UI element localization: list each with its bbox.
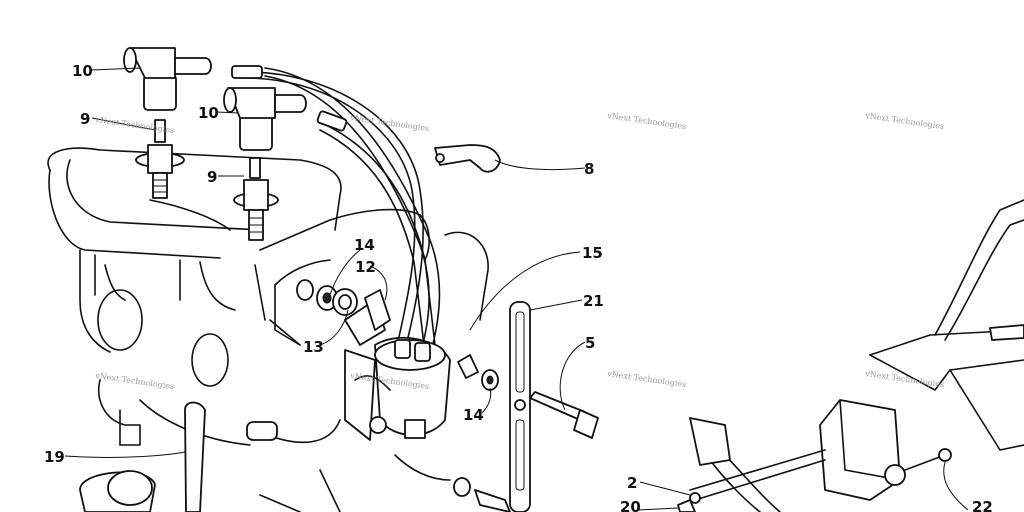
callout-10a: 10	[72, 62, 93, 80]
part-19	[79, 401, 206, 512]
spark-plug-9a	[135, 119, 185, 199]
bolt-5	[529, 391, 599, 439]
ignition-coil-assembly	[344, 299, 451, 441]
spark-plug-cap-10b	[223, 87, 307, 151]
callout-10b: 10	[198, 104, 219, 122]
callout-9b: 9	[207, 168, 217, 186]
watermark: vNext Technologies	[606, 369, 687, 389]
callout-14a: 14	[354, 236, 375, 254]
watermark: vNext Technologies	[606, 111, 687, 131]
callout-21: 21	[583, 292, 604, 310]
watermark: vNext Technologies	[94, 371, 175, 391]
lower-bolt	[453, 477, 511, 512]
ignition-wires	[231, 65, 441, 356]
callout-19: 19	[44, 448, 65, 466]
callout-8: 8	[584, 160, 594, 178]
spark-plug-cap-10a	[123, 47, 212, 111]
watermark: vNext Technologies	[864, 111, 945, 131]
callout-20: 20	[620, 498, 641, 512]
callout-15: 15	[582, 244, 603, 262]
watermark: vNext Technologies	[349, 113, 430, 133]
nut-and-washer	[457, 354, 499, 391]
callout-12: 12	[355, 258, 376, 276]
callout-22: 22	[972, 498, 993, 512]
callout-13: 13	[303, 338, 324, 356]
watermark: vNext Technologies	[94, 115, 175, 135]
washers-12-14	[296, 279, 391, 331]
wire-clip-8	[434, 144, 501, 173]
watermark: vNext Technologies	[864, 369, 945, 389]
callout-2: 2	[627, 474, 637, 492]
right-assembly	[677, 199, 1024, 512]
callout-5: 5	[585, 334, 595, 352]
leader-lines	[64, 67, 969, 511]
callout-14b: 14	[463, 406, 484, 424]
mounting-strap-21	[509, 301, 531, 512]
callout-labels: 10 9 10 9 8 14 12 13 15 21 5 14 19 2 20 …	[44, 62, 993, 512]
callout-9a: 9	[80, 110, 90, 128]
spark-plug-9b	[233, 157, 279, 241]
wire-connector	[246, 419, 341, 444]
engine-block	[47, 147, 489, 512]
